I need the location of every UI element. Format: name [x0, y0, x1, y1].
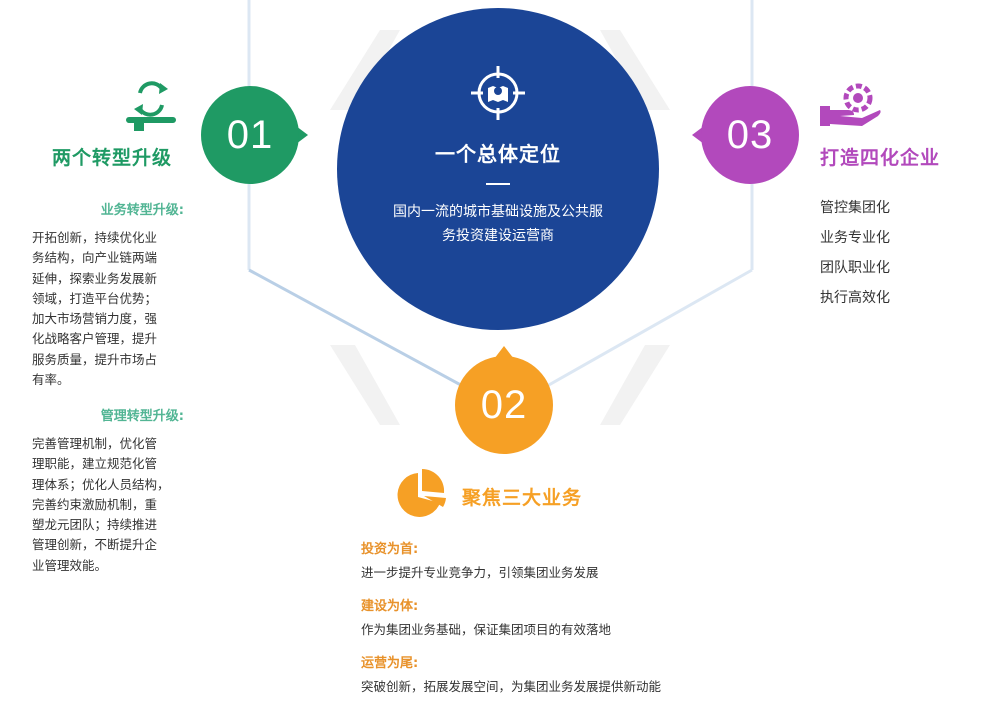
text-line: 化战略客户管理，提升	[32, 331, 158, 347]
text-line: 塑龙元团队；持续推进	[32, 517, 158, 533]
node-01-circle: 01	[201, 86, 299, 184]
text-line: 业管理效能。	[32, 557, 108, 573]
right-list: 管控集团化 业务专业化 团队职业化 执行高效化	[820, 193, 890, 313]
text-line: 开拓创新，持续优化业	[32, 230, 158, 245]
text-line: 延伸，探索业务发展新	[32, 270, 158, 286]
hand-gear-icon	[820, 83, 881, 126]
list-item: 执行高效化	[820, 290, 890, 306]
pie-chart-icon	[397, 468, 446, 517]
text-line: 加大市场营销力度，强	[32, 311, 158, 327]
management-upgrade-heading: 管理转型升级:	[100, 409, 184, 424]
text-line: 管理创新，不断提升企	[32, 537, 158, 553]
text-line: 服务质量，提升市场占	[32, 351, 158, 367]
construction-text: 作为集团业务基础，保证集团项目的有效落地	[361, 622, 612, 637]
list-item: 团队职业化	[820, 260, 890, 276]
operation-heading: 运营为尾:	[361, 656, 419, 671]
list-item: 管控集团化	[820, 200, 890, 216]
text-line: 领域，打造平台优势；	[32, 290, 158, 306]
construction-heading: 建设为体:	[361, 599, 419, 614]
node-02-number: 02	[480, 382, 528, 427]
operation-text: 突破创新，拓展发展空间，为集团业务发展提供新动能	[361, 679, 662, 694]
central-description: 国内一流的城市基础设施及公共服务投资建设运营商	[393, 203, 603, 243]
investment-heading: 投资为首:	[361, 542, 419, 557]
text-line: 完善约束激励机制，重	[32, 496, 158, 512]
left-title: 两个转型升级	[52, 147, 173, 169]
investment-text: 进一步提升专业竞争力，引领集团业务发展	[361, 565, 599, 580]
node-03-number: 03	[726, 112, 774, 157]
management-upgrade-paragraph: 完善管理机制，优化管 理职能，建立规范化管 理体系；优化人员结构， 完善约束激励…	[32, 434, 188, 576]
text-line: 完善管理机制，优化管	[32, 436, 158, 451]
hand-recycle-icon	[126, 81, 176, 131]
central-divider	[486, 183, 510, 185]
text-line: 务结构，向产业链两端	[32, 250, 158, 266]
central-positioning-circle: 一个总体定位 国内一流的城市基础设施及公共服务投资建设运营商	[337, 8, 659, 330]
bottom-title: 聚焦三大业务	[462, 487, 583, 509]
text-line: 理职能，建立规范化管	[32, 456, 158, 472]
right-title: 打造四化企业	[820, 147, 941, 169]
node-01-number: 01	[226, 112, 274, 157]
text-line: 有率。	[32, 372, 70, 388]
node-02-circle: 02	[455, 356, 553, 454]
central-title: 一个总体定位	[435, 144, 561, 166]
connector-right-diagonal	[539, 268, 753, 392]
business-upgrade-heading: 业务转型升级:	[100, 203, 184, 218]
list-item: 业务专业化	[820, 230, 890, 246]
node-03-circle: 03	[701, 86, 799, 184]
connector-left-diagonal	[248, 268, 471, 392]
target-map-icon	[471, 66, 525, 120]
business-upgrade-paragraph: 开拓创新，持续优化业 务结构，向产业链两端 延伸，探索业务发展新 领域，打造平台…	[32, 228, 188, 390]
text-line: 理体系；优化人员结构，	[32, 476, 170, 492]
